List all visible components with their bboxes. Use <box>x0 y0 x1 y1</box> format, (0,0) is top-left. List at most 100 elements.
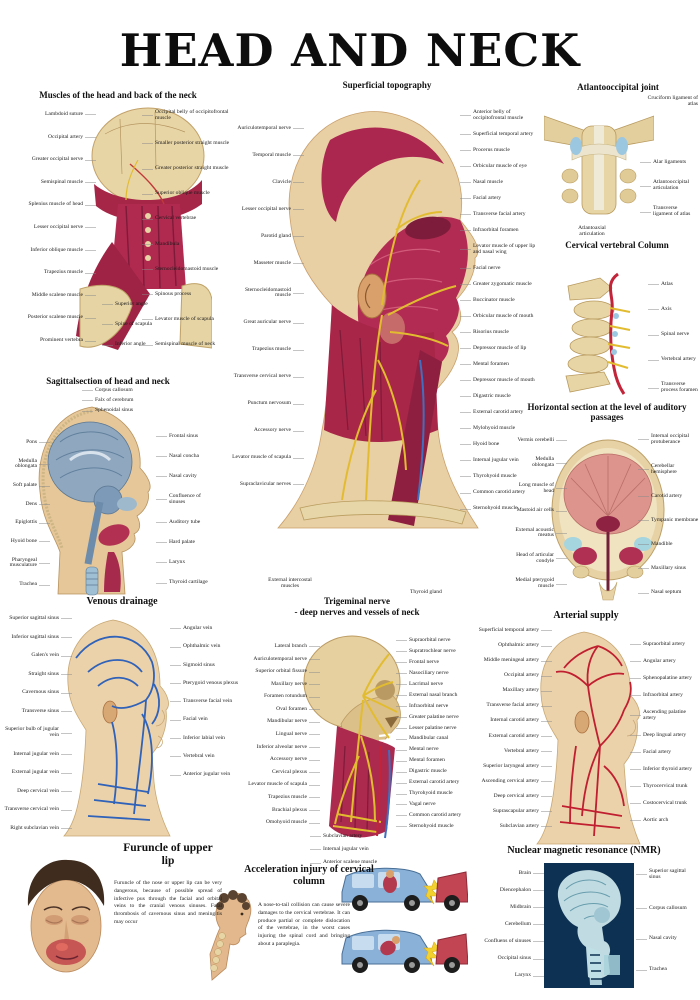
label: Spine of scapula <box>102 321 194 328</box>
section-horizontal: Horizontal section at the level of audit… <box>515 402 700 610</box>
poster-title: HEAD AND NECK <box>119 24 581 77</box>
label: Mylohyoid muscle <box>460 425 542 432</box>
label: Accessory nerve <box>232 427 304 434</box>
label: Auditory tube <box>156 519 214 526</box>
label: Cerebellum <box>470 921 544 928</box>
label: Greater occipital nerve <box>2 156 96 163</box>
label: Mandibular canal <box>396 736 472 742</box>
label: Larynx <box>470 972 544 979</box>
label: Carotid artery <box>638 493 700 500</box>
furuncle-title: Furuncle of upper lip <box>123 842 213 868</box>
label: Suprascapular artery <box>472 808 552 815</box>
label: Nasociliary nerve <box>396 670 472 677</box>
nmr-illustration <box>544 863 634 988</box>
label: Internal jugular vein <box>2 751 72 758</box>
label: Transverse facial artery <box>460 211 542 218</box>
topography-illustration <box>277 111 479 529</box>
label: Lateral branch <box>242 643 320 650</box>
label: Deep cervical artery <box>472 793 552 800</box>
venous-illustration <box>63 619 171 837</box>
label: Supraorbital artery <box>630 641 700 648</box>
label: Mandibula <box>142 241 234 248</box>
label: Levator muscle of scapula <box>232 454 304 461</box>
label: Corpus callosum <box>636 905 698 912</box>
section-topography: Superficial topography <box>232 78 542 603</box>
label: Ascending cervical artery <box>472 778 552 785</box>
label: Transverse ligament of atlas <box>640 205 698 218</box>
label: Hard palate <box>156 539 214 546</box>
label: Vermis cerebelli <box>515 437 567 444</box>
label: Sphenoidal sinus <box>82 407 162 414</box>
section-acceleration: Acceleration injury of cervical column A… <box>200 862 470 994</box>
label: Nasal cavity <box>636 935 698 942</box>
label: Great auricular nerve <box>232 320 304 326</box>
section-furuncle: Furuncle of upper lip Furuncle of the no… <box>10 838 240 996</box>
horizontal-illustration <box>551 439 665 601</box>
label: Transverse facial artery <box>472 703 552 709</box>
section-trigeminal: Trigeminal nerve - deep nerves and vesse… <box>242 596 472 870</box>
label: Angular vein <box>170 625 242 632</box>
label: Mandible <box>638 541 700 548</box>
label: Pharyngeal musculature <box>2 557 50 570</box>
label: Cervical vertebrae <box>142 216 234 222</box>
label: Confluence of sinuses <box>156 493 214 506</box>
label: Corpus callosum <box>82 387 162 394</box>
label: Transverse sinus <box>2 708 72 715</box>
label: Aortic arch <box>630 817 700 824</box>
label: Facial nerve <box>460 265 542 272</box>
trigeminal-illustration <box>303 635 401 839</box>
label: Common carotid artery <box>460 489 542 496</box>
trigeminal-title-line1: Trigeminal nerve <box>323 596 391 606</box>
label: External carotid artery <box>472 733 552 740</box>
topography-title: Superficial topography <box>342 80 432 90</box>
label: Posterior scalene muscle <box>2 315 96 321</box>
label: External carotid artery <box>460 409 542 416</box>
acceleration-title: Acceleration injury of cervical column <box>244 864 374 887</box>
label: Superior oblique muscle <box>142 190 234 197</box>
label: Trachea <box>636 966 698 973</box>
label: Maxillary sinus <box>638 565 700 572</box>
label: Semispinal muscle <box>2 179 96 186</box>
label: Ascending palatine artery <box>630 709 700 722</box>
label: Pons <box>2 439 50 446</box>
venous-title: Venous drainage <box>86 596 158 607</box>
section-atlanto: Atlantooccipital joint Cruciform ligamen… <box>538 82 698 240</box>
label: Sternohyoid muscle <box>460 505 542 512</box>
label: Ophthalmic vein <box>170 643 242 650</box>
label: Anterior belly of occipitofrontal muscle <box>460 109 542 122</box>
label: Nasal septum <box>638 589 700 596</box>
label: Mastoid air cells <box>515 507 567 514</box>
label: Procerus muscle <box>460 147 542 154</box>
label: Galen's vein <box>2 652 72 659</box>
label: Axis <box>648 306 700 313</box>
label: Infraorbital foramen <box>460 227 542 234</box>
label: Vertebral artery <box>472 748 552 755</box>
sagittal-illustration <box>38 406 151 596</box>
label: Orbicular muscle of eye <box>460 163 542 170</box>
label: Vagal nerve <box>396 801 472 808</box>
label: Superficial temporal artery <box>460 131 542 138</box>
label: Trapezius muscle <box>2 269 96 276</box>
label: Soft palate <box>2 482 50 489</box>
label: Anterior jugular vein <box>170 771 242 778</box>
label: Pterygoid venous plexus <box>170 680 242 687</box>
label: Transverse facial vein <box>170 698 242 705</box>
label: Facial vein <box>170 716 242 723</box>
acceleration-head-illustration <box>209 890 252 981</box>
label: Cavernous sinus <box>2 689 72 696</box>
label: Inferior angle <box>102 341 194 348</box>
label: Thyrocervical trunk <box>630 783 700 790</box>
topography-bottom-right-label: Thyroid gland <box>410 589 442 595</box>
label: Superior sagittal sinus <box>636 868 698 881</box>
acceleration-cars-illustration <box>341 867 468 973</box>
label: Infraorbital artery <box>630 692 700 699</box>
label: Costocervical trunk <box>630 800 700 807</box>
